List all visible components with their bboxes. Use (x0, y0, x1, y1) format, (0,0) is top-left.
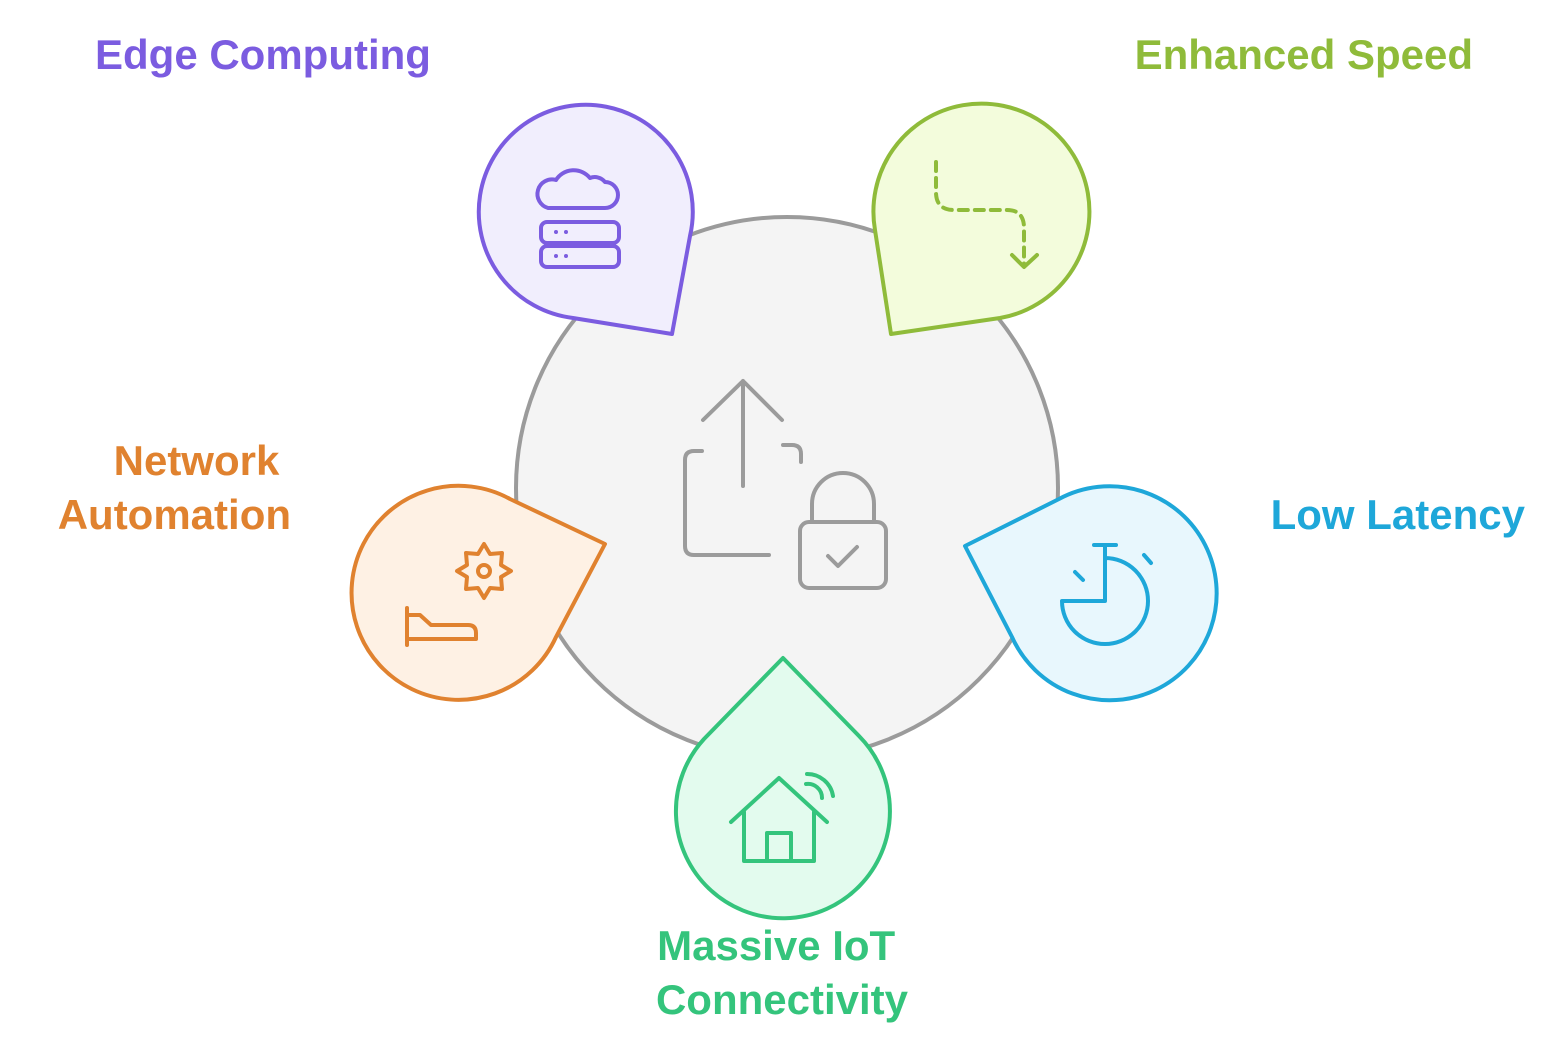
node-enhanced-speed (871, 101, 1092, 336)
label-massive-iot-line-2: Connectivity (656, 976, 909, 1023)
label-massive-iot: Massive IoT Connectivity (656, 922, 909, 1023)
pin-enhanced-speed (871, 101, 1092, 336)
label-network-automation: Network Automation (58, 437, 291, 538)
node-network-automation (349, 483, 607, 702)
stopwatch-icon (1060, 543, 1153, 646)
label-network-automation-line-2: Automation (58, 491, 291, 538)
label-low-latency: Low Latency (1271, 491, 1526, 538)
label-massive-iot-line-1: Massive IoT (657, 922, 895, 969)
upload-lock-icon (683, 379, 888, 590)
gear-conveyor-icon (405, 542, 513, 647)
label-network-automation-line-1: Network (114, 437, 280, 484)
label-enhanced-speed-line-1: Enhanced Speed (1135, 31, 1473, 78)
node-massive-iot (673, 656, 892, 921)
cloud-server-icon (535, 168, 621, 269)
pin-massive-iot (673, 656, 892, 921)
label-low-latency-line-1: Low Latency (1271, 491, 1526, 538)
node-edge-computing (476, 102, 695, 336)
node-low-latency (963, 484, 1219, 703)
pin-edge-computing (476, 102, 695, 336)
smart-home-icon (729, 771, 835, 863)
pin-low-latency (963, 484, 1219, 703)
hub (514, 215, 1060, 761)
label-edge-computing-line-1: Edge Computing (95, 31, 431, 78)
pin-network-automation (349, 483, 607, 702)
label-enhanced-speed: Enhanced Speed (1135, 31, 1473, 78)
dashed-route-arrow-icon (934, 160, 1039, 269)
label-edge-computing: Edge Computing (95, 31, 431, 78)
